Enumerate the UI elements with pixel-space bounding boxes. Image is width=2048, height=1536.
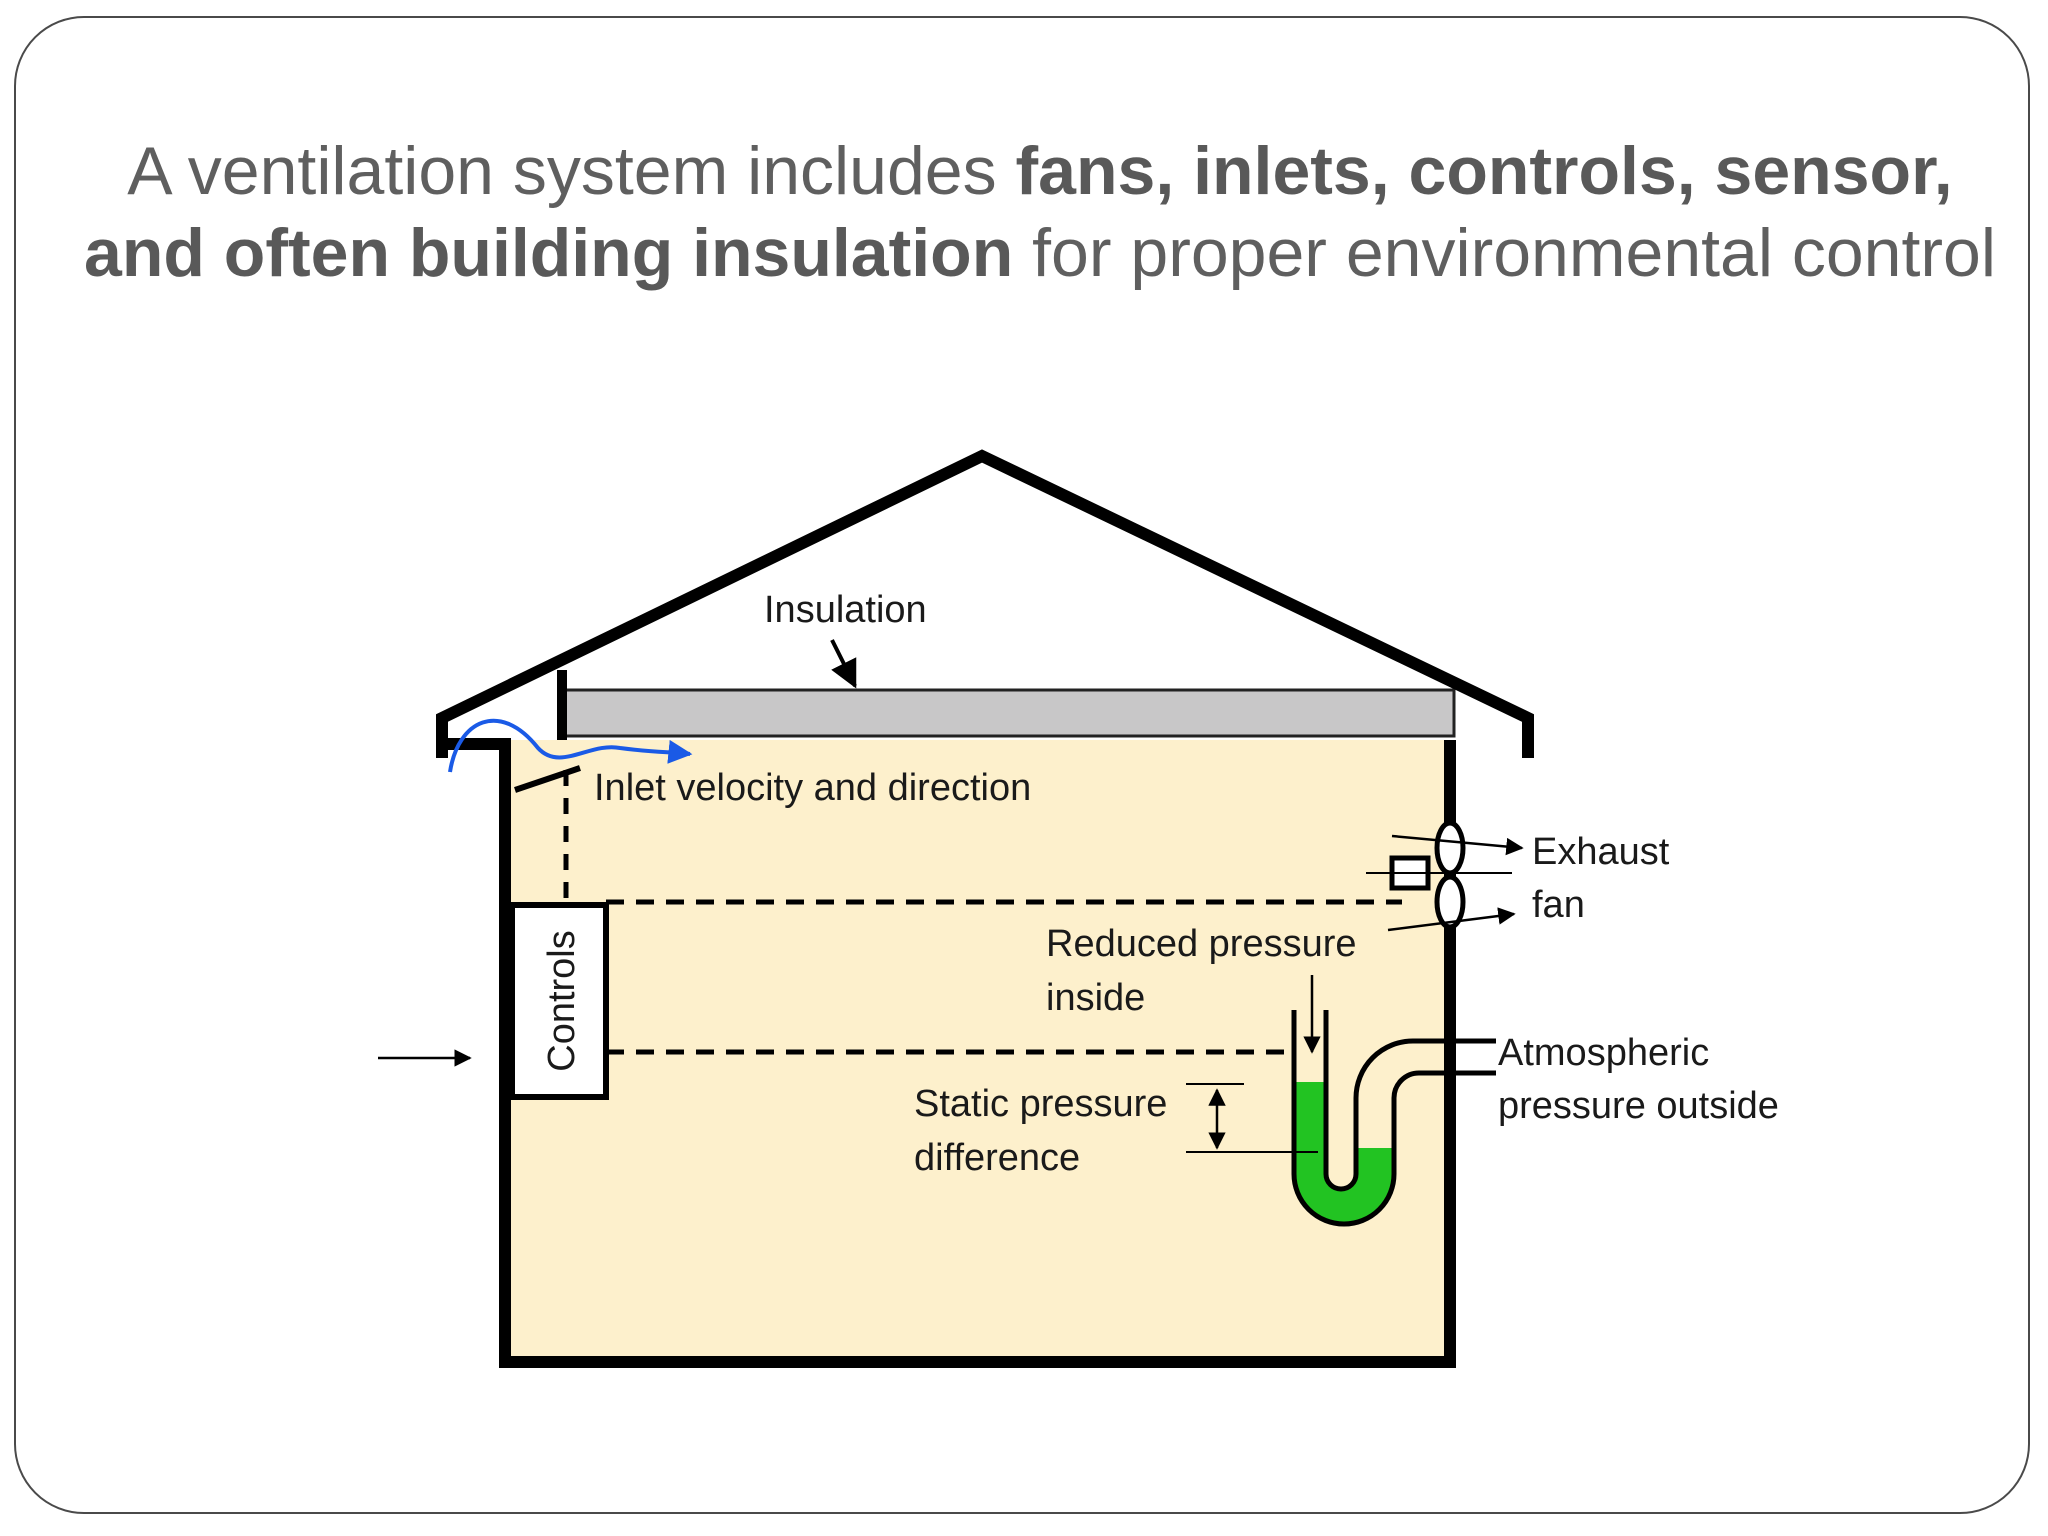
title-part-2: fans, inlets, controls, sensor, [1015, 133, 1953, 209]
inlet-baffle [514, 765, 581, 793]
manometer-tube-outer [1291, 1010, 1496, 1227]
insulation-label: Insulation [764, 589, 927, 631]
slide-title: A ventilation system includes fans, inle… [60, 130, 2020, 294]
exhaust-label-line1: Exhaust [1532, 831, 1670, 873]
manometer-tube-inner [1323, 1010, 1496, 1192]
title-part-1: A ventilation system includes [127, 133, 1016, 209]
insulation-slab [560, 688, 1456, 738]
exhaust-label-line2: fan [1532, 884, 1585, 926]
reduced-pressure-label-line1: Reduced pressure [1046, 923, 1357, 965]
insulation-pointer [830, 639, 857, 689]
static-pressure-label-line1: Static pressure [914, 1083, 1167, 1125]
fan-blade-top [1434, 820, 1466, 876]
exhaust-arrow-top [1391, 834, 1524, 856]
fan-blade-bottom [1434, 874, 1466, 930]
atmospheric-label-line2: pressure outside [1498, 1085, 1779, 1127]
manometer [1186, 975, 1496, 1227]
roof-outline [436, 449, 1534, 758]
static-pressure-label-line2: difference [914, 1137, 1080, 1179]
controls-box[interactable] [509, 902, 609, 1100]
manometer-liquid [1294, 1082, 1394, 1224]
exhaust-fan[interactable] [1366, 820, 1524, 932]
title-part-4: for proper environmental control [1013, 215, 1996, 291]
reduced-pressure-label-line2: inside [1046, 977, 1145, 1019]
building-walls [442, 738, 1456, 1368]
controls-label: Controls [541, 930, 583, 1072]
airflow-arrow [448, 718, 693, 773]
title-part-3: and often building insulation [84, 215, 1014, 291]
atmospheric-label-line1: Atmospheric [1498, 1032, 1709, 1074]
inlet-label: Inlet velocity and direction [594, 767, 1031, 809]
exhaust-arrow-bottom [1387, 907, 1516, 932]
